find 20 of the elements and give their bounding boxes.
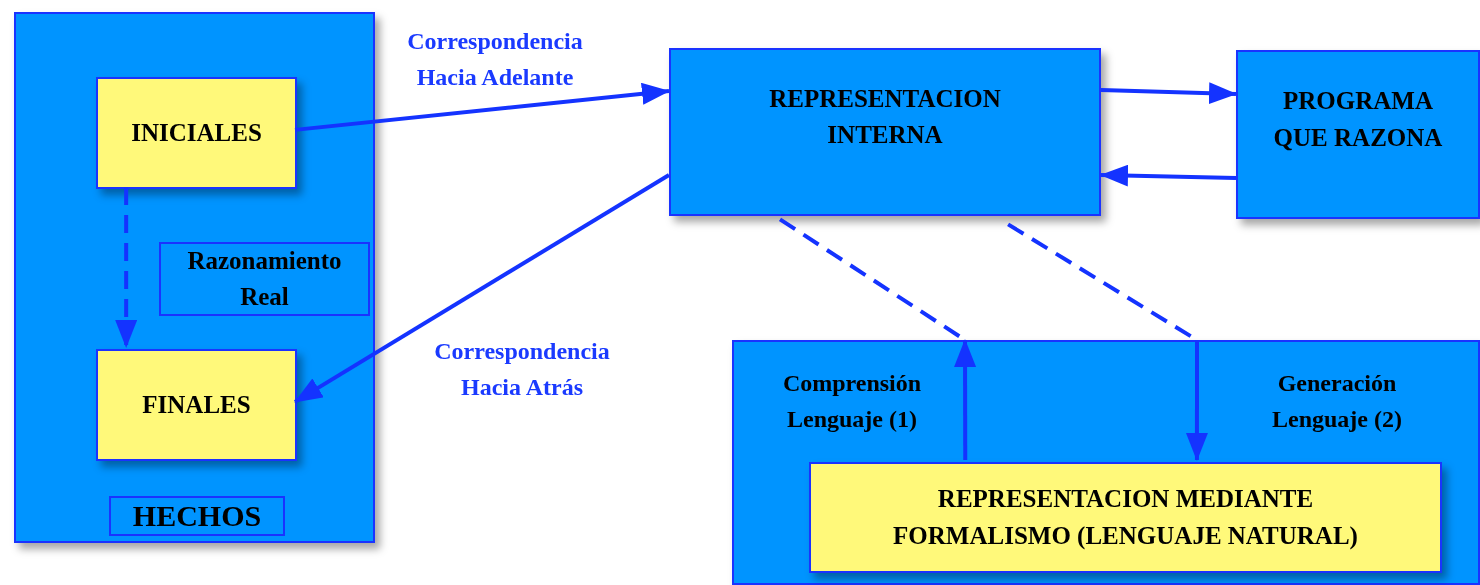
process-box: REPRESENTACION MEDIANTE FORMALISMO (LENGUAJE NATURAL) <box>809 462 1442 573</box>
process-box: PROGRAMA QUE RAZONA <box>1236 50 1480 219</box>
arrow <box>293 173 671 404</box>
arrow <box>1100 82 1237 105</box>
arrow <box>115 187 138 348</box>
edge-label: Correspondencia Hacia Adelante <box>406 27 584 92</box>
edge-label: Generación Lenguaje (2) <box>1271 369 1403 434</box>
arrow <box>1100 164 1237 187</box>
arrow <box>954 339 977 460</box>
container-box <box>14 12 375 543</box>
heading-label: HECHOS <box>109 496 285 536</box>
arrow <box>1185 340 1208 461</box>
panel-box <box>732 340 1480 585</box>
arrow <box>294 82 670 132</box>
edge-label: Comprensión Lenguaje (1) <box>781 369 923 434</box>
process-box: REPRESENTACION INTERNA <box>669 48 1101 216</box>
process-box: INICIALES <box>96 77 297 189</box>
note-box: Razonamiento Real <box>159 242 370 316</box>
edge-label: Correspondencia Hacia Atrás <box>433 337 611 402</box>
process-box: FINALES <box>96 349 297 461</box>
